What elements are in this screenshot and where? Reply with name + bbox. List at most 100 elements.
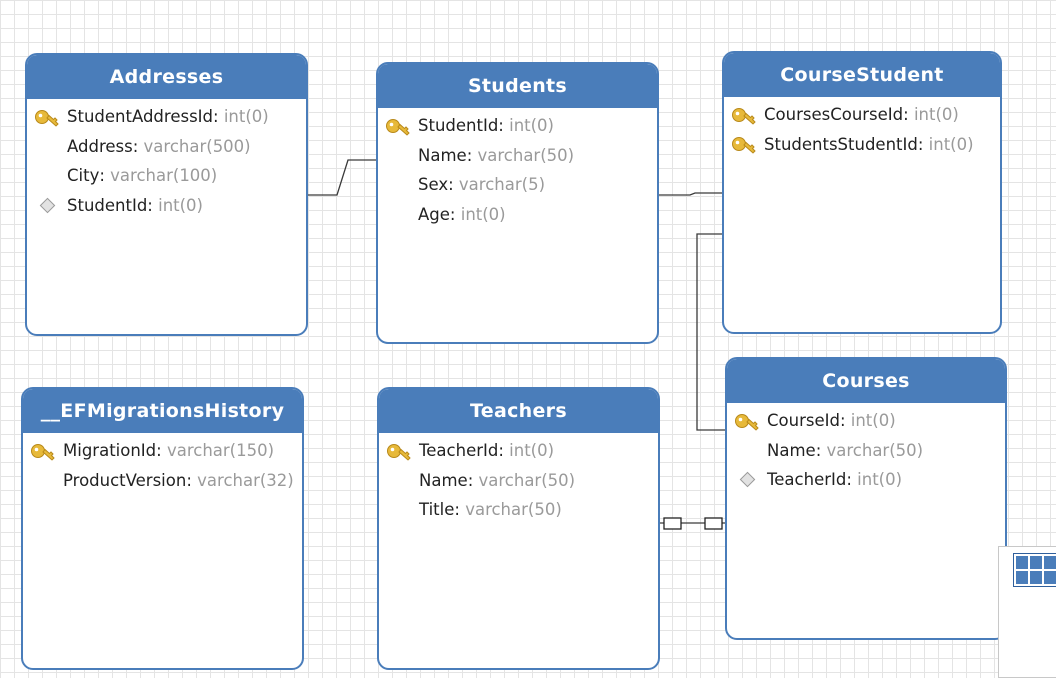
field-row[interactable]: StudentsStudentId: int(0)	[724, 130, 1000, 160]
no-marker	[378, 141, 418, 171]
field-row[interactable]: TeacherId: int(0)	[379, 436, 658, 466]
field-row[interactable]: Age: int(0)	[378, 200, 657, 230]
entity-title: Courses	[727, 359, 1005, 403]
field-separator: :	[903, 105, 914, 125]
field-separator: :	[454, 500, 466, 520]
field-row[interactable]: StudentId: int(0)	[27, 191, 306, 221]
field-separator: :	[132, 136, 144, 156]
field-separator: :	[498, 441, 510, 461]
field-separator: :	[498, 116, 510, 136]
field-row[interactable]: Address: varchar(500)	[27, 132, 306, 162]
connector-end-courses	[704, 517, 723, 530]
no-marker	[27, 132, 67, 162]
field-name: Name	[419, 470, 468, 490]
field-separator: :	[156, 441, 167, 461]
key-icon	[724, 130, 764, 160]
field-row[interactable]: MigrationId: varchar(150)	[23, 436, 302, 466]
entity-title: __EFMigrationsHistory	[23, 389, 302, 433]
field-separator: :	[466, 145, 478, 165]
field-row[interactable]: Title: varchar(50)	[379, 495, 658, 525]
key-icon	[724, 100, 764, 130]
field-name: MigrationId	[63, 441, 157, 461]
field-type: int(0)	[928, 134, 974, 154]
field-name: TeacherId	[767, 470, 847, 490]
field-separator: :	[815, 440, 827, 460]
field-type: varchar(50)	[477, 145, 575, 165]
no-marker	[379, 495, 419, 525]
field-row[interactable]: Name: varchar(50)	[378, 141, 657, 171]
no-marker	[378, 200, 418, 230]
key-icon	[727, 406, 767, 436]
no-marker	[727, 436, 767, 466]
connector-students-coursestudent[interactable]	[658, 192, 723, 196]
no-marker	[27, 161, 67, 191]
overview-panel[interactable]	[998, 546, 1056, 678]
field-row[interactable]: CoursesCourseId: int(0)	[724, 100, 1000, 130]
no-marker	[23, 466, 63, 496]
field-type: varchar(32)	[197, 470, 294, 490]
field-row[interactable]: StudentAddressId: int(0)	[27, 102, 306, 132]
field-name: StudentsStudentId	[764, 134, 918, 154]
field-row[interactable]: StudentId: int(0)	[378, 111, 657, 141]
field-type: int(0)	[913, 105, 959, 125]
entity-title: Students	[378, 64, 657, 108]
field-separator: :	[846, 470, 858, 490]
field-row[interactable]: Sex: varchar(5)	[378, 170, 657, 200]
field-name: Name	[418, 145, 467, 165]
field-row[interactable]: ProductVersion: varchar(32)	[23, 466, 302, 496]
field-separator: :	[147, 195, 159, 215]
connector-addresses-students[interactable]	[308, 159, 376, 196]
field-list: StudentAddressId: int(0)Address: varchar…	[27, 99, 306, 220]
entity-title: Teachers	[379, 389, 658, 433]
field-separator: :	[448, 175, 459, 195]
field-row[interactable]: Name: varchar(50)	[379, 466, 658, 496]
entity-courses[interactable]: Courses CourseId: int(0)Name: varchar(50…	[725, 357, 1007, 640]
field-row[interactable]: CourseId: int(0)	[727, 406, 1005, 436]
field-separator: :	[99, 166, 111, 186]
field-type: varchar(100)	[110, 166, 218, 186]
field-row[interactable]: City: varchar(100)	[27, 161, 306, 191]
entity-teachers[interactable]: Teachers TeacherId: int(0)Name: varchar(…	[377, 387, 660, 670]
field-name: Address	[67, 136, 133, 156]
field-name: Name	[767, 440, 816, 460]
entity-coursestudent[interactable]: CourseStudent CoursesCourseId: int(0)Stu…	[722, 51, 1002, 334]
field-name: Age	[418, 204, 450, 224]
connector-end-teachers	[663, 517, 682, 530]
key-icon	[378, 111, 418, 141]
field-name: CourseId	[767, 411, 840, 431]
field-list: TeacherId: int(0)Name: varchar(50)Title:…	[379, 433, 658, 525]
field-separator: :	[917, 134, 929, 154]
field-row[interactable]: TeacherId: int(0)	[727, 465, 1005, 495]
overview-map-icon[interactable]	[1013, 553, 1056, 587]
key-icon	[379, 436, 419, 466]
field-type: int(0)	[158, 195, 203, 215]
key-icon	[27, 102, 67, 132]
field-type: int(0)	[850, 411, 896, 431]
field-separator: :	[213, 107, 224, 127]
field-type: varchar(500)	[143, 136, 251, 156]
field-type: varchar(150)	[166, 441, 275, 461]
field-separator: :	[186, 470, 198, 490]
field-name: TeacherId	[419, 441, 499, 461]
connector-coursestudent-courses[interactable]	[696, 233, 725, 431]
no-marker	[378, 170, 418, 200]
field-separator: :	[449, 204, 461, 224]
entity-students[interactable]: Students StudentId: int(0)Name: varchar(…	[376, 62, 659, 344]
field-row[interactable]: Name: varchar(50)	[727, 436, 1005, 466]
field-name: StudentId	[418, 116, 499, 136]
no-marker	[379, 466, 419, 496]
field-separator: :	[467, 470, 479, 490]
diamond-icon	[27, 191, 67, 221]
field-separator: :	[839, 411, 851, 431]
field-type: varchar(50)	[826, 440, 924, 460]
entity-efmigrationshistory[interactable]: __EFMigrationsHistory MigrationId: varch…	[21, 387, 304, 670]
field-type: varchar(50)	[465, 500, 562, 520]
field-name: ProductVersion	[63, 470, 187, 490]
field-type: varchar(50)	[478, 470, 576, 490]
entity-title: CourseStudent	[724, 53, 1000, 97]
entity-addresses[interactable]: Addresses StudentAddressId: int(0)Addres…	[25, 53, 308, 336]
field-name: StudentAddressId	[67, 107, 214, 127]
field-name: Title	[419, 500, 455, 520]
field-type: int(0)	[460, 204, 506, 224]
field-list: CoursesCourseId: int(0)StudentsStudentId…	[724, 97, 1000, 159]
